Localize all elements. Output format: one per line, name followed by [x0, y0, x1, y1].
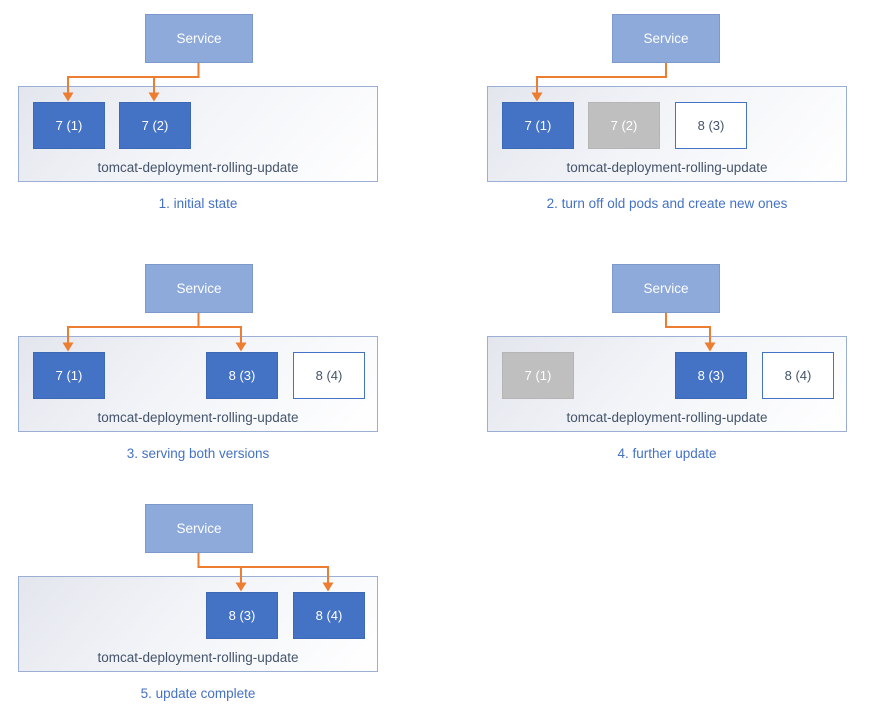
service-label: Service [176, 521, 222, 536]
deployment-box: 7 (1) 8 (3) 8 (4) tomcat-deployment-roll… [487, 336, 847, 432]
panel-caption: 5. update complete [140, 686, 256, 701]
pod-label: 8 (3) [228, 368, 256, 383]
deployment-box: 7 (1) 8 (3) 8 (4) tomcat-deployment-roll… [18, 336, 378, 432]
panel-caption: 2. turn off old pods and create new ones [546, 196, 788, 211]
service-label: Service [176, 281, 222, 296]
pod-8-3: 8 (3) [206, 592, 278, 639]
service-box: Service [612, 14, 720, 63]
panel-serving-both-versions: Service 7 (1) 8 (3) 8 (4) tomcat-deploym… [0, 250, 420, 485]
panel-further-update: Service 7 (1) 8 (3) 8 (4) tomcat-deploym… [440, 250, 860, 485]
pod-label: 7 (1) [55, 118, 83, 133]
pod-label: 8 (3) [697, 368, 725, 383]
pod-label: 7 (1) [524, 368, 552, 383]
pod-label: 8 (4) [784, 368, 812, 383]
service-label: Service [176, 31, 222, 46]
pod-8-3: 8 (3) [675, 352, 747, 399]
pod-7-1: 7 (1) [502, 352, 574, 399]
pod-8-3: 8 (3) [206, 352, 278, 399]
service-label: Service [643, 31, 689, 46]
deployment-label: tomcat-deployment-rolling-update [566, 410, 768, 425]
pod-7-2: 7 (2) [588, 102, 660, 149]
service-box: Service [145, 504, 253, 553]
pod-7-1: 7 (1) [33, 102, 105, 149]
pod-label: 8 (4) [315, 368, 343, 383]
pod-label: 7 (1) [55, 368, 83, 383]
pod-8-3: 8 (3) [675, 102, 747, 149]
deployment-box: 8 (3) 8 (4) tomcat-deployment-rolling-up… [18, 576, 378, 672]
panel-caption: 1. initial state [158, 196, 238, 211]
panel-turn-off-old-pods: Service 7 (1) 7 (2) 8 (3) tomcat-deploym… [440, 0, 860, 235]
deployment-box: 7 (1) 7 (2) tomcat-deployment-rolling-up… [18, 86, 378, 182]
panel-update-complete: Service 8 (3) 8 (4) tomcat-deployment-ro… [0, 490, 420, 725]
service-box: Service [612, 264, 720, 313]
deployment-label: tomcat-deployment-rolling-update [97, 160, 299, 175]
pod-7-2: 7 (2) [119, 102, 191, 149]
panel-initial-state: Service 7 (1) 7 (2) tomcat-deployment-ro… [0, 0, 420, 235]
service-box: Service [145, 264, 253, 313]
pod-8-4: 8 (4) [293, 592, 365, 639]
pod-7-1: 7 (1) [502, 102, 574, 149]
pod-label: 7 (2) [610, 118, 638, 133]
service-box: Service [145, 14, 253, 63]
panel-caption: 4. further update [617, 446, 717, 461]
panel-caption: 3. serving both versions [126, 446, 270, 461]
pod-8-4: 8 (4) [762, 352, 834, 399]
deployment-label: tomcat-deployment-rolling-update [97, 650, 299, 665]
pod-label: 8 (3) [697, 118, 725, 133]
pod-label: 8 (4) [315, 608, 343, 623]
deployment-label: tomcat-deployment-rolling-update [97, 410, 299, 425]
deployment-box: 7 (1) 7 (2) 8 (3) tomcat-deployment-roll… [487, 86, 847, 182]
pod-7-1: 7 (1) [33, 352, 105, 399]
pod-label: 7 (1) [524, 118, 552, 133]
pod-label: 7 (2) [141, 118, 169, 133]
service-label: Service [643, 281, 689, 296]
deployment-label: tomcat-deployment-rolling-update [566, 160, 768, 175]
pod-label: 8 (3) [228, 608, 256, 623]
pod-8-4: 8 (4) [293, 352, 365, 399]
